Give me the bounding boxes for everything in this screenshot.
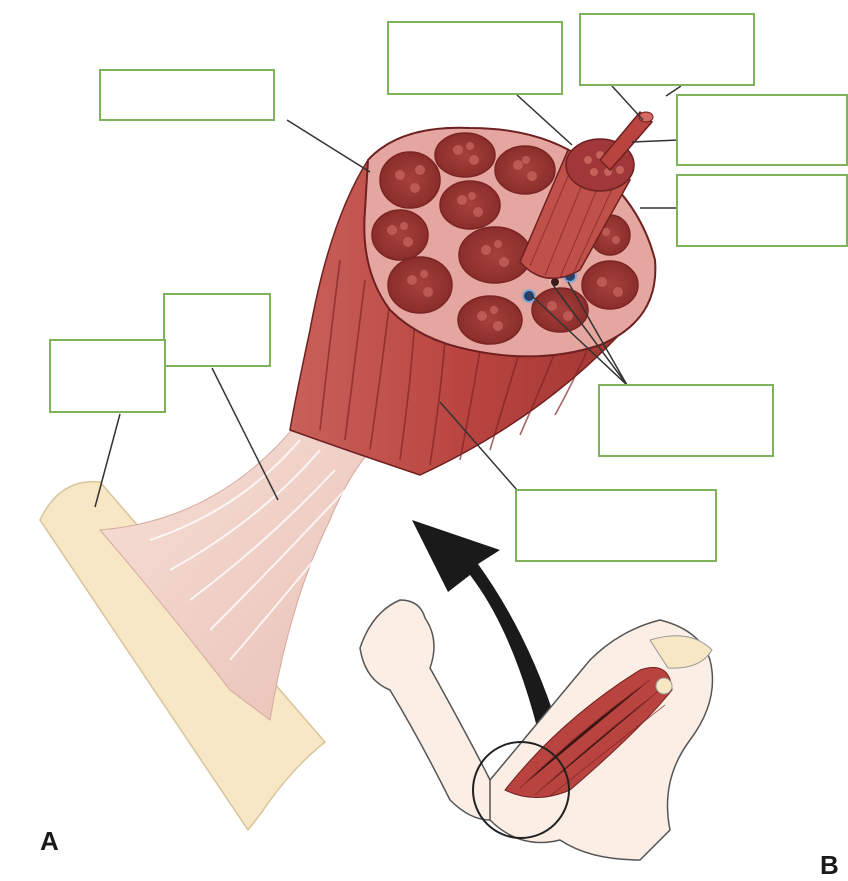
muscle-fiber-dots bbox=[387, 142, 623, 331]
shoulder-bones bbox=[649, 635, 713, 695]
movement-arrow bbox=[412, 520, 570, 770]
biceps-striations bbox=[519, 679, 666, 797]
elbow-magnifier-circle bbox=[472, 741, 570, 839]
fascicles bbox=[371, 132, 639, 345]
label-box-5[interactable] bbox=[676, 174, 848, 247]
label-box-1[interactable] bbox=[99, 69, 275, 121]
bone-shape bbox=[39, 480, 327, 832]
label-box-4[interactable] bbox=[676, 94, 848, 166]
panel-label-b: B bbox=[820, 850, 839, 880]
label-box-9[interactable] bbox=[515, 489, 717, 562]
label-box-3[interactable] bbox=[579, 13, 755, 86]
label-box-2[interactable] bbox=[387, 21, 563, 95]
muscle-fiber-rod bbox=[598, 110, 654, 172]
label-box-6[interactable] bbox=[163, 293, 271, 367]
panel-label-a: A bbox=[40, 826, 59, 856]
tendon-shape bbox=[98, 419, 381, 721]
tendon-fibers bbox=[149, 439, 356, 661]
label-box-8[interactable] bbox=[598, 384, 774, 457]
leader-lines bbox=[94, 85, 682, 508]
label-box-7[interactable] bbox=[49, 339, 166, 413]
